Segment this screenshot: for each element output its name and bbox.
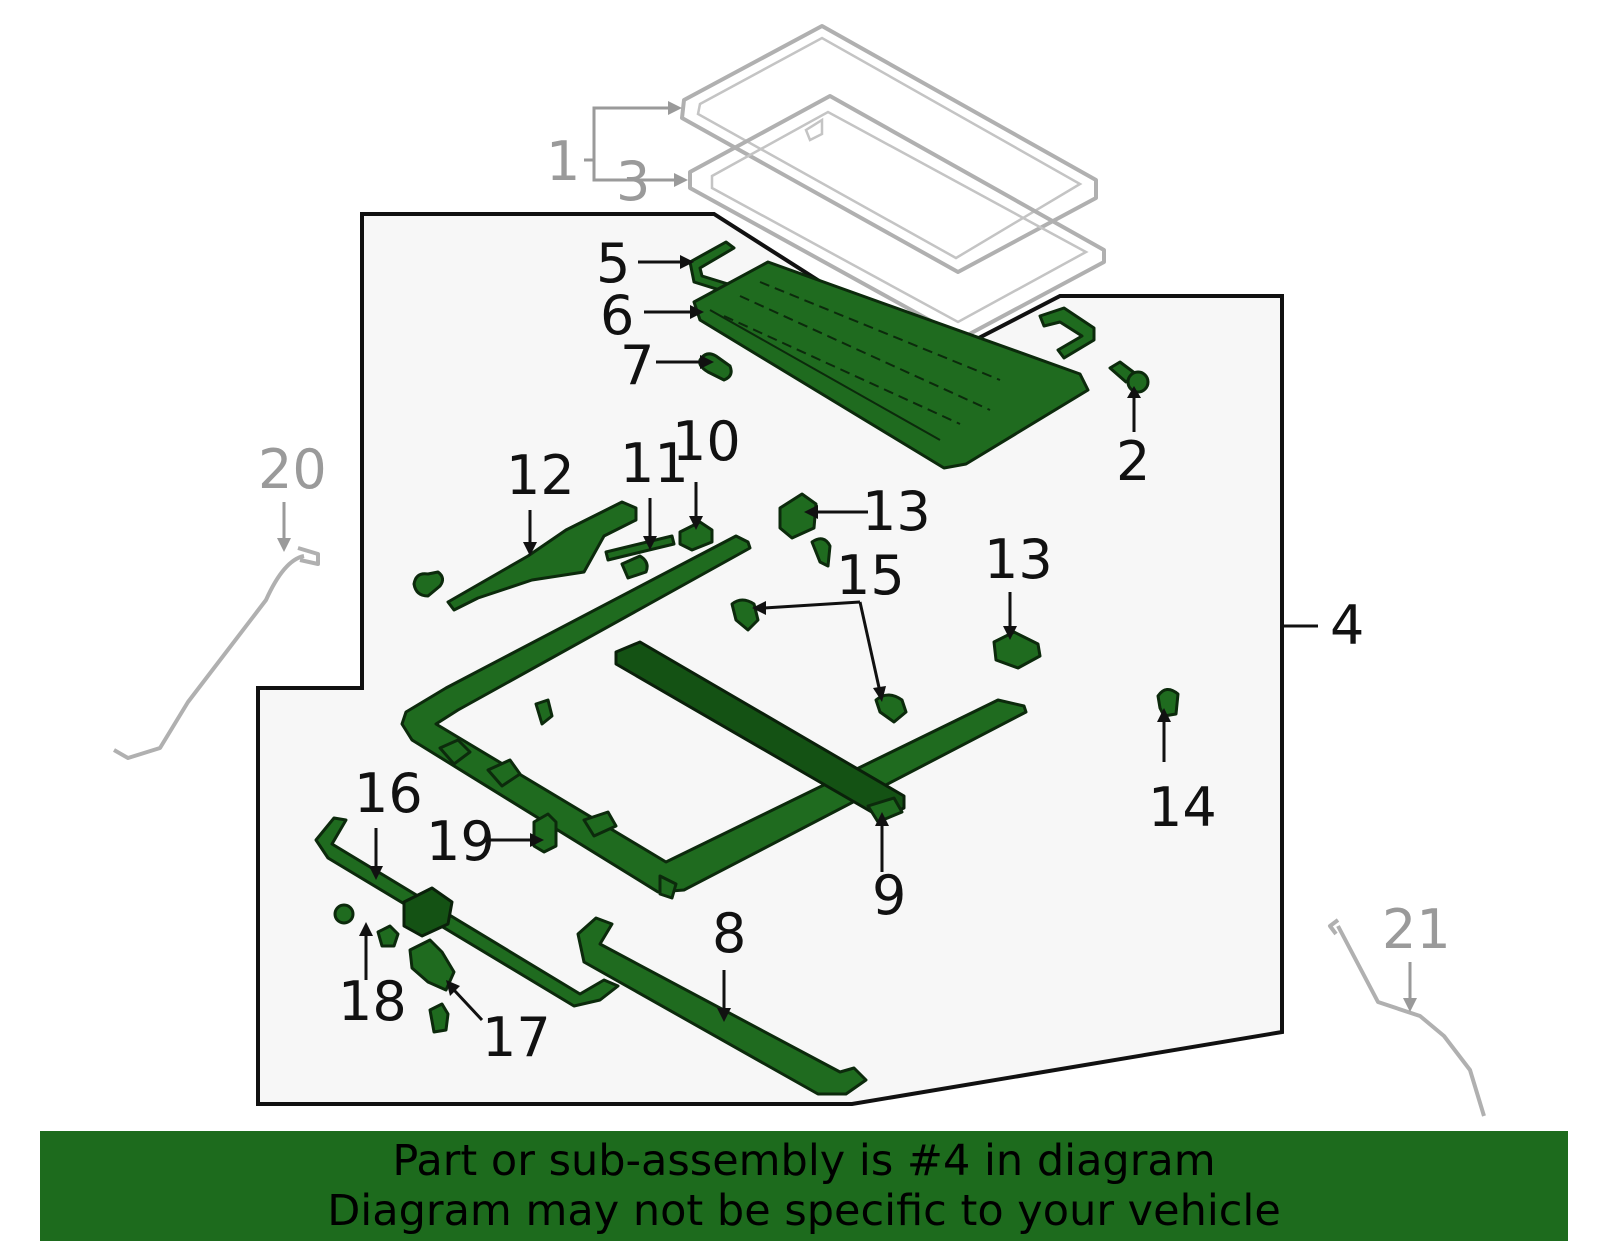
callout-8: 8 bbox=[712, 902, 746, 965]
part-11-washer bbox=[620, 554, 649, 580]
callout-4: 4 bbox=[1330, 594, 1364, 657]
part-20-hose-end bbox=[297, 546, 320, 566]
part-19-fastener bbox=[532, 812, 558, 854]
part-18-nut bbox=[376, 924, 400, 948]
callout-5: 5 bbox=[596, 232, 630, 295]
callout-13-top: 13 bbox=[862, 480, 931, 543]
part-12-screw bbox=[412, 570, 445, 598]
part-13-bracket-top bbox=[778, 492, 818, 540]
part-15-clip-a bbox=[810, 537, 832, 568]
glass-panel bbox=[680, 24, 1098, 274]
callout-19: 19 bbox=[426, 810, 495, 873]
part-18-washer bbox=[333, 903, 355, 925]
part-20-drain-hose bbox=[113, 554, 305, 760]
part-17-motor bbox=[408, 938, 456, 992]
leader-arrowheads-muted bbox=[277, 101, 1417, 1012]
sunroof-main-frame bbox=[400, 534, 1028, 900]
part-2-bolt bbox=[1108, 360, 1150, 394]
callout-15: 15 bbox=[836, 544, 905, 607]
part-21-drain-hose bbox=[1336, 925, 1486, 1117]
callout-1: 1 bbox=[546, 130, 580, 193]
glass-seal bbox=[688, 94, 1106, 340]
part-17-screw bbox=[428, 1002, 450, 1034]
callout-2: 2 bbox=[1116, 430, 1150, 493]
part-6-sunshade bbox=[692, 260, 1090, 470]
callout-16: 16 bbox=[354, 762, 423, 825]
callout-3: 3 bbox=[616, 150, 650, 213]
banner-line-2: Diagram may not be specific to your vehi… bbox=[327, 1186, 1281, 1236]
callout-11: 11 bbox=[620, 432, 689, 495]
callout-14: 14 bbox=[1148, 776, 1217, 839]
part-16-rail bbox=[314, 816, 620, 1008]
callout-6: 6 bbox=[600, 284, 634, 347]
part-8-drain-channel bbox=[576, 916, 868, 1096]
part-12-guide-arm bbox=[446, 500, 638, 612]
callout-10: 10 bbox=[672, 410, 741, 473]
leader-lines bbox=[282, 106, 1412, 1022]
callout-13-right: 13 bbox=[984, 528, 1053, 591]
leader-arrowheads bbox=[359, 255, 1171, 1022]
callout-21: 21 bbox=[1382, 898, 1451, 961]
part-14-clip bbox=[1156, 688, 1180, 718]
part-15-clip-b bbox=[730, 598, 760, 632]
banner-line-1: Part or sub-assembly is #4 in diagram bbox=[392, 1136, 1216, 1186]
callout-9: 9 bbox=[872, 864, 906, 927]
part-5-rail-right bbox=[1038, 306, 1096, 360]
callout-18: 18 bbox=[338, 970, 407, 1033]
part-21-hose-end bbox=[1328, 918, 1340, 936]
callout-7: 7 bbox=[620, 334, 654, 397]
notice-banner: Part or sub-assembly is #4 in diagram Di… bbox=[40, 1131, 1568, 1241]
part-16-bracket bbox=[402, 886, 454, 938]
callout-12: 12 bbox=[506, 444, 575, 507]
callout-20: 20 bbox=[258, 438, 327, 501]
callout-17: 17 bbox=[482, 1006, 551, 1069]
